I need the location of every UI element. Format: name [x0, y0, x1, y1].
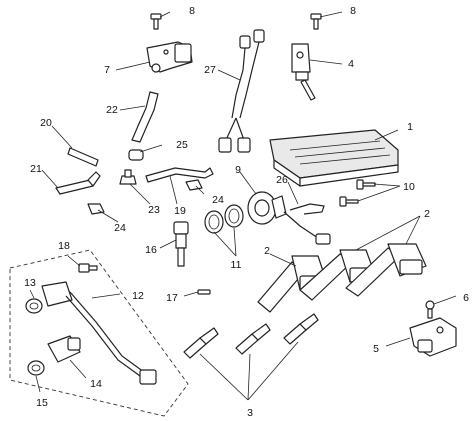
spark-plug-part-3-b: [235, 323, 271, 355]
callout-26: 26: [276, 174, 288, 186]
t-piece-part-23: [119, 169, 137, 185]
pin-part-17: [197, 289, 211, 295]
callout-17: 17: [166, 292, 178, 304]
coil-part-2-c: [345, 243, 427, 297]
harness-part-27: [218, 29, 265, 153]
bolt-part-10-lower: [339, 196, 359, 207]
clip-part-26: [289, 203, 325, 215]
callout-19: 19: [174, 205, 186, 217]
tube-part-21: [55, 171, 101, 195]
sensor-part-16: [173, 221, 189, 267]
callout-11: 11: [231, 259, 242, 271]
callout-14: 14: [90, 378, 102, 390]
callout-25: 25: [176, 139, 188, 151]
callout-4: 4: [348, 58, 354, 70]
map-sensor-part-7: [146, 41, 193, 73]
callout-1: 1: [407, 121, 413, 133]
callout-3: 3: [247, 407, 253, 419]
callout-10: 10: [403, 181, 415, 193]
bolt-part-8-left: [150, 13, 162, 30]
callout-23: 23: [148, 204, 160, 216]
callout-27: 27: [204, 64, 216, 76]
callout-16: 16: [145, 244, 157, 256]
o-ring-part-13: [25, 298, 43, 314]
o-ring-part-11-b: [224, 204, 244, 228]
sensor-part-14: [47, 335, 81, 363]
callout-labels: 8 8 7 27 4 22 1 25 20 9 26 10 21 24 24 2…: [24, 5, 469, 419]
bolt-part-8-right: [310, 13, 322, 30]
spark-plug-part-3-c: [283, 313, 319, 345]
o-ring-part-11-a: [204, 210, 224, 234]
clip-part-24-right: [185, 179, 203, 191]
callout-9: 9: [235, 164, 241, 176]
bolt-part-6: [425, 300, 435, 319]
callout-24-left: 24: [114, 222, 126, 234]
callout-24-right: 24: [212, 194, 224, 206]
callout-13: 13: [24, 277, 36, 289]
callout-12: 12: [132, 290, 144, 302]
hose-part-22: [131, 91, 159, 143]
callout-8-right: 8: [350, 5, 356, 17]
callout-18: 18: [58, 240, 70, 252]
o-ring-part-15: [27, 360, 45, 376]
clip-part-25: [128, 149, 144, 161]
sub-assembly-outline: [9, 249, 189, 417]
callout-20: 20: [40, 117, 52, 129]
spark-plug-part-3-a: [183, 327, 219, 359]
callout-2-lower: 2: [264, 245, 270, 257]
callout-21: 21: [30, 163, 42, 175]
bolt-part-18: [78, 263, 98, 273]
callout-6: 6: [463, 292, 469, 304]
sensor-part-5: [409, 317, 457, 357]
sensor-harness-part-12: [41, 281, 157, 385]
ecu-part-1: [269, 129, 399, 187]
throttle-sensor-part-9: [247, 191, 331, 245]
callout-8-left: 8: [189, 5, 195, 17]
callout-7: 7: [104, 64, 110, 76]
callout-2-upper: 2: [424, 208, 430, 220]
callout-5: 5: [373, 343, 379, 355]
callout-15: 15: [36, 397, 48, 409]
bolt-part-10-upper: [356, 179, 376, 190]
hose-part-19: [145, 167, 214, 183]
tube-part-20: [67, 147, 99, 167]
leader-lines: [29, 11, 457, 401]
callout-22: 22: [106, 104, 118, 116]
sensor-part-4: [291, 43, 316, 101]
